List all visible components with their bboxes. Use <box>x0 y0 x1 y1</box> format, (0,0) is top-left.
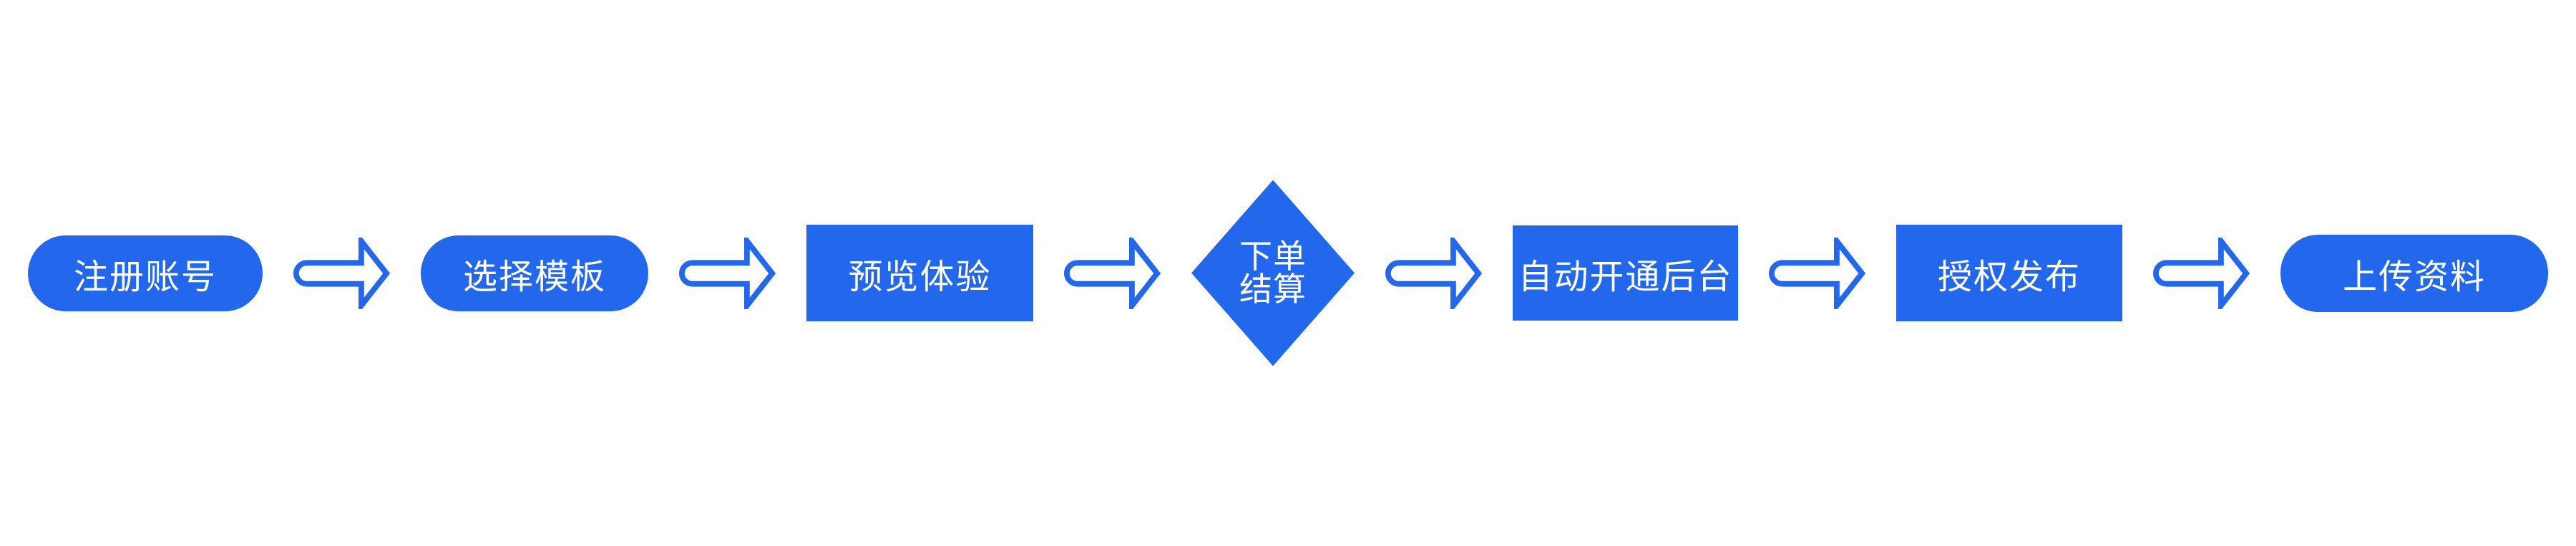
arrow-right-icon <box>1064 237 1161 309</box>
flow-step-label: 选择模板 <box>462 258 606 296</box>
arrow-right-icon <box>1385 237 1483 309</box>
flow-step-auto-open-backend: 自动开通后台 <box>1513 225 1738 321</box>
flow-step-label-line2: 结算 <box>1239 270 1307 308</box>
flow-step-label: 注册账号 <box>73 258 217 296</box>
arrow-right-shape <box>1385 237 1483 309</box>
flow-step-label: 授权发布 <box>1937 258 2081 296</box>
arrow-right-shape <box>1769 237 1866 309</box>
arrow-right-icon <box>1769 237 1866 309</box>
flow-step-label: 自动开通后台 <box>1518 258 1733 296</box>
flow-step-label-line1: 下单 <box>1239 238 1307 276</box>
flow-step-order-checkout: 下单 结算 <box>1191 180 1355 366</box>
arrow-right-icon <box>2153 237 2250 309</box>
flow-step-label: 上传资料 <box>2342 258 2486 296</box>
flow-step-preview-experience: 预览体验 <box>806 225 1033 321</box>
arrow-right-shape <box>679 237 776 309</box>
arrow-right-shape <box>2153 237 2250 309</box>
arrow-right-icon <box>679 237 776 309</box>
arrow-right-shape <box>1064 237 1161 309</box>
arrow-right-shape <box>293 237 391 309</box>
flow-step-upload-materials: 上传资料 <box>2280 234 2548 312</box>
flow-step-label: 预览体验 <box>848 258 992 296</box>
flow-step-authorize-publish: 授权发布 <box>1896 225 2122 321</box>
flow-step-register-account: 注册账号 <box>28 235 263 311</box>
arrow-right-icon <box>293 237 391 309</box>
flow-step-choose-template: 选择模板 <box>421 235 648 311</box>
